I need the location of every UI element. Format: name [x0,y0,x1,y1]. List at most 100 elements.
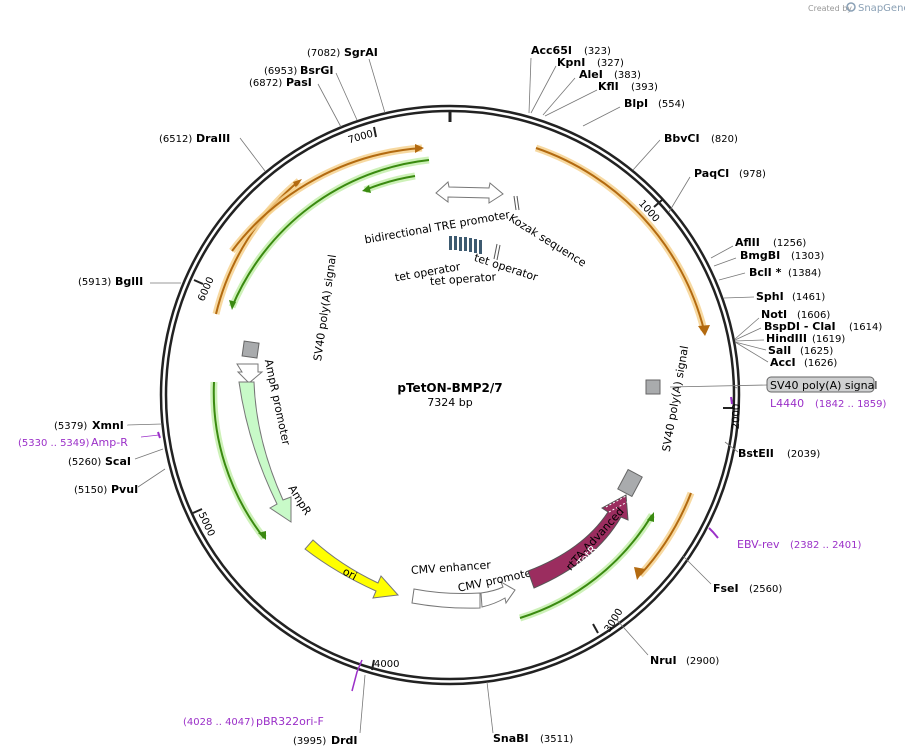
site-bcli[interactable]: BclI * [749,266,782,279]
site-kpni-pos: (327) [597,58,624,69]
site-sali-pos: (1625) [800,346,833,357]
primer-marks [140,396,733,692]
site-nrui[interactable]: NruI [650,654,677,667]
sv40-polya-left-label: SV40 poly(A) signal [311,254,339,362]
site-bsteii[interactable]: BstEII [738,447,774,460]
site-kpni[interactable]: KpnI [557,56,585,69]
plasmid-name: pTetON-BMP2/7 [397,381,502,395]
site-nrui-pos: (2900) [686,656,719,667]
primer-l4440-pos: (1842 .. 1859) [815,399,887,410]
site-alei[interactable]: AleI [579,68,603,81]
site-noti[interactable]: NotI [761,308,787,321]
site-noti-pos: (1606) [797,310,830,321]
restriction-site-labels: Acc65I (323) KpnI (327) AleI (383) KflI … [54,44,882,747]
site-draiii[interactable]: DraIII [196,132,230,145]
credit-brand: SnapGene [858,3,905,14]
cmv-enhancer-label: CMV enhancer [411,558,492,577]
site-scai-pos: (5260) [68,457,101,468]
site-fsei-pos: (2560) [749,584,782,595]
cmv-promoter-arrow [480,580,516,608]
primer-amp-r-pos: (5330 .. 5349) [18,438,90,449]
site-sphi[interactable]: SphI [756,290,784,303]
tet-operator-blocks [449,236,482,254]
site-xmni[interactable]: XmnI [92,419,124,432]
ampr-arrow [238,381,292,523]
primer-pbr322ori-f-pos: (4028 .. 4047) [183,717,255,728]
site-hindiii-pos: (1619) [812,334,845,345]
site-acc65i-pos: (323) [584,46,611,57]
site-bglii-pos: (5913) [78,277,111,288]
credit-prefix: Created by [808,4,852,13]
orf-arcs-green [210,156,655,622]
rtta-arrow [527,494,629,589]
primer-pbr322ori-f[interactable]: pBR322ori-F [256,715,324,728]
site-scai[interactable]: ScaI [105,455,131,468]
primer-l4440[interactable]: L4440 [770,397,804,410]
sv40-polya-right-label: SV40 poly(A) signal [660,345,691,453]
site-kfli[interactable]: KflI [598,80,619,93]
site-bsrgi-pos: (6953) [264,66,297,77]
tre-promoter-label: bidirectional TRE promoter [363,208,511,246]
site-snabi-pos: (3511) [540,734,573,745]
tick-label-5000: 5000 [196,511,217,539]
site-drdi-pos: (3995) [293,736,326,747]
site-pasi[interactable]: PasI [286,76,312,89]
site-acc65i[interactable]: Acc65I [531,44,572,57]
site-snabi[interactable]: SnaBI [493,732,529,745]
snapgene-logo-icon [846,2,856,12]
site-alei-pos: (383) [614,70,641,81]
site-paqci[interactable]: PaqCI [694,167,729,180]
ori-arrow [304,539,400,599]
site-sgrai-pos: (7082) [307,48,340,59]
sv40-polya-highlight-box[interactable] [766,376,875,393]
site-pasi-pos: (6872) [249,78,282,89]
primer-ebv-rev[interactable]: EBV-rev [737,538,780,551]
site-bspdi-clai[interactable]: BspDI - ClaI [764,320,836,333]
tick-label-7000: 7000 [347,129,374,147]
site-aflii-pos: (1256) [773,238,806,249]
backbone-outer [159,104,741,686]
site-bcli-pos: (1384) [788,268,821,279]
site-aflii[interactable]: AflII [735,236,760,249]
site-bsrgi[interactable]: BsrGI [300,64,333,77]
ampr-promoter-arrow [236,363,264,384]
site-draiii-pos: (6512) [159,134,192,145]
site-bbvci-pos: (820) [711,134,738,145]
kozak-label: Kozak sequence [506,212,588,270]
tet-operator-label-2: tet operator [430,270,497,288]
site-fsei[interactable]: FseI [713,582,739,595]
site-sali[interactable]: SalI [768,344,791,357]
site-bspdi-clai-pos: (1614) [849,322,882,333]
tick-label-4000: 4000 [374,659,399,670]
site-sgrai[interactable]: SgrAI [344,46,378,59]
site-pvui-pos: (5150) [74,485,107,496]
plasmid-length: 7324 bp [427,396,472,409]
tick-label-2000: 2000 [731,404,743,430]
site-acci-pos: (1626) [804,358,837,369]
site-sphi-pos: (1461) [792,292,825,303]
site-blpi[interactable]: BlpI [624,97,648,110]
site-paqci-pos: (978) [739,169,766,180]
site-leader-lines [126,57,769,734]
cmv-enhancer-block [411,588,481,609]
site-kfli-pos: (393) [631,82,658,93]
primer-labels: L4440 (1842 .. 1859) EBV-rev (2382 .. 24… [18,397,887,728]
site-bbvci[interactable]: BbvCI [664,132,700,145]
tick-label-6000: 6000 [196,275,216,303]
ori-label: ori [340,565,359,583]
sv40-polya-left-block [241,340,260,359]
site-drdi[interactable]: DrdI [331,734,358,747]
site-bmgbi[interactable]: BmgBI [740,249,780,262]
site-blpi-pos: (554) [658,99,685,110]
site-acci[interactable]: AccI [770,356,796,369]
ampr-promoter-label: AmpR promoter [262,358,293,447]
primer-amp-r[interactable]: Amp-R [91,436,128,449]
sv40-polya-right-block [617,468,643,498]
site-pvui[interactable]: PvuI [111,483,138,496]
orf-arcs-orange [212,144,710,580]
site-bglii[interactable]: BglII [115,275,143,288]
site-bmgbi-pos: (1303) [791,251,824,262]
site-hindiii[interactable]: HindIII [766,332,807,345]
primer-ebv-rev-pos: (2382 .. 2401) [790,540,862,551]
site-xmni-pos: (5379) [54,421,87,432]
